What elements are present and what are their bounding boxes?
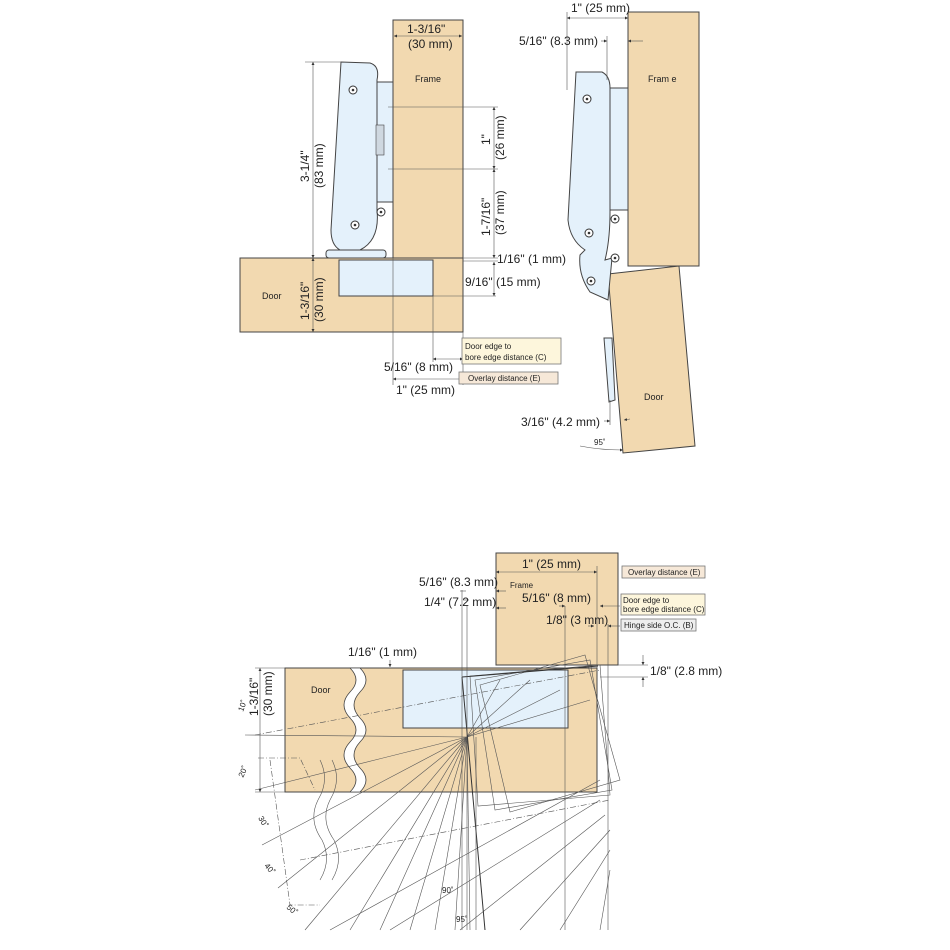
- screw-icon: [350, 220, 360, 230]
- hinge-cup: [603, 337, 616, 403]
- door-thickness-mm: (30 mm): [312, 277, 326, 322]
- offset-b-dim: 1/4" (7.2 mm): [424, 595, 496, 609]
- clearance-dim: 3/16" (4.2 mm): [521, 415, 600, 429]
- screw-icon: [610, 253, 620, 263]
- callout-bore-edge: [620, 593, 706, 616]
- hole-spacing-mm: (26 mm): [493, 115, 507, 160]
- door-label: Door: [644, 392, 664, 402]
- hinge-cup: [402, 669, 569, 729]
- angle-label-30: 30˚: [256, 815, 270, 830]
- callout-text: bore edge distance (C): [465, 353, 547, 362]
- door-label: Door: [311, 685, 331, 695]
- angle-label-50: 50˚: [285, 903, 300, 918]
- screw-icon: [584, 228, 594, 238]
- door-thickness-mm: (30 mm): [261, 671, 275, 716]
- bore-edge-dim: 5/16" (8 mm): [384, 360, 453, 374]
- break-mark: [343, 667, 367, 793]
- hinge-base: [325, 249, 387, 259]
- callout-text: Door edge to: [623, 596, 670, 605]
- top-left-closed-view: Frame Door 1-3/16" (30 mm) 3-1/4" (83 mm…: [239, 19, 566, 397]
- hole-offset-mm: (37 mm): [493, 190, 507, 235]
- overlay-dim: 1" (25 mm): [522, 557, 581, 571]
- frame-width-dim: 1-3/16": [407, 22, 445, 36]
- callout-text: Door edge to: [465, 342, 512, 351]
- hinge-oc-dim: 1/8" (3 mm): [546, 613, 608, 627]
- reveal-dim: 1/8" (2.8 mm): [650, 664, 722, 678]
- door-thickness-dim: 1-3/16": [298, 282, 312, 320]
- mounting-plate: [609, 87, 629, 211]
- offset-dim: 5/16" (8.3 mm): [519, 34, 598, 48]
- callout-overlay: [458, 371, 559, 385]
- angle-label-10: 10˚: [236, 698, 249, 712]
- hinge-arm: [567, 71, 613, 301]
- callout-text: Overlay distance (E): [468, 374, 541, 383]
- bore-edge-dim: 5/16" (8 mm): [522, 591, 591, 605]
- angle-label-40: 40˚: [262, 862, 277, 877]
- top-right-open-view: Fram e Door 1" (25 mm) 5/16" (8.3 mm) 3/…: [519, 1, 700, 454]
- frame-panel: [392, 19, 464, 259]
- callout-text: Hinge side O.C. (B): [624, 621, 694, 630]
- hole-offset-dim: 1-7/16": [479, 198, 493, 236]
- offset-a-dim: 5/16" (8.3 mm): [419, 575, 498, 589]
- door-panel-open: [607, 265, 696, 454]
- overlay-dim: 1" (25 mm): [396, 383, 455, 397]
- callout-overlay: [621, 565, 706, 579]
- callout-bore-edge: [461, 337, 562, 365]
- callout-text: Overlay distance (E): [628, 568, 701, 577]
- angle-label-90: 90˚: [442, 886, 454, 895]
- screw-icon: [582, 94, 592, 104]
- screw-icon: [586, 276, 596, 286]
- swing-arc-lines: [244, 654, 621, 931]
- frame-panel: [627, 11, 700, 267]
- screw-icon: [348, 85, 358, 95]
- frame-label: Fram e: [648, 74, 677, 84]
- frame-width-mm: (30 mm): [408, 37, 453, 51]
- hinge-height-dim: 3-1/4": [298, 150, 312, 182]
- cup-depth-dim: 9/16" (15 mm): [465, 275, 541, 289]
- hole-spacing-dim: 1": [479, 134, 493, 145]
- frame-label: Frame: [415, 74, 441, 84]
- gap-dim: 1/16" (1 mm): [348, 645, 417, 659]
- screw-icon: [376, 207, 386, 217]
- hinge-arm: [330, 61, 379, 251]
- gap-dim: 1/16" (1 mm): [497, 252, 566, 266]
- door-thickness-dim: 1-3/16": [247, 678, 261, 716]
- hinge-cup: [338, 259, 434, 297]
- screw-icon: [610, 214, 620, 224]
- angle-label: 95˚: [594, 438, 606, 447]
- door-label: Door: [262, 291, 282, 301]
- callout-hinge-oc: [620, 618, 697, 632]
- frame-label: Frame: [510, 581, 534, 590]
- overlay-dim: 1" (25 mm): [571, 1, 630, 15]
- angle-label-20: 20˚: [237, 764, 250, 779]
- callout-text: bore edge distance (C): [623, 605, 705, 614]
- hinge-height-mm: (83 mm): [312, 143, 326, 188]
- bottom-swing-view: Frame Door: [236, 552, 722, 931]
